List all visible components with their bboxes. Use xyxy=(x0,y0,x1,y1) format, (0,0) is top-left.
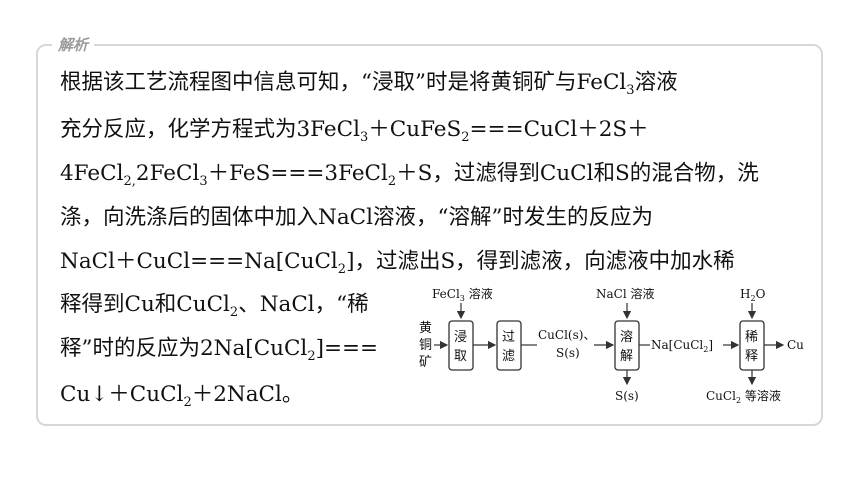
step-dissolve-char-2: 解 xyxy=(620,349,633,364)
text-line-2: 充分反应，化学方程式为3FeCl3＋CuFeS2===CuCl＋2S＋ xyxy=(60,117,649,145)
step-dissolve-char-1: 溶 xyxy=(620,330,633,345)
step-dilute-char-2: 释 xyxy=(745,349,758,364)
raw-material-char-3: 矿 xyxy=(419,355,432,370)
step-leach-char-2: 取 xyxy=(454,349,467,364)
intermediate-na-cucl2-label: Na[CuCl2] xyxy=(651,338,713,354)
byproduct-cucl2-label: CuCl2 等溶液 xyxy=(706,388,781,405)
section-label: 解析 xyxy=(52,36,95,54)
text-line-5: NaCl＋CuCl===Na[CuCl2]，过滤出S，得到滤液，向滤液中加水稀 xyxy=(60,249,735,277)
raw-material-char-2: 铜 xyxy=(419,338,432,353)
product-cu-label: Cu xyxy=(787,338,804,352)
step-filter-char-2: 滤 xyxy=(502,349,515,364)
step-leach-char-1: 浸 xyxy=(454,330,467,345)
byproduct-s-label: S(s) xyxy=(615,389,639,403)
reagent-nacl-label: NaCl 溶液 xyxy=(596,286,655,301)
text-line-4: 涤，向洗涤后的固体中加入NaCl溶液，“溶解”时发生的反应为 xyxy=(60,205,653,230)
intermediate-cucl-s-line2: S(s) xyxy=(556,346,580,360)
analysis-card xyxy=(36,44,823,426)
intermediate-cucl-s-line1: CuCl(s)、 xyxy=(538,328,595,342)
step-filter-char-1: 过 xyxy=(502,330,515,345)
process-flowchart: 黄 铜 矿 FeCl3 溶液 浸 取 过 滤 CuCl(s)、 S(s) NaC… xyxy=(419,286,804,405)
step-dilute-char-1: 稀 xyxy=(745,330,758,345)
text-line-7: 释”时的反应为2Na[CuCl2]=== xyxy=(60,336,379,364)
reagent-h2o-label: H2O xyxy=(740,287,766,303)
text-line-3: 4FeCl2,2FeCl3＋FeS===3FeCl2＋S，过滤得到CuCl和S的… xyxy=(60,161,759,189)
text-line-1: 根据该工艺流程图中信息可知，“浸取”时是将黄铜矿与FeCl3溶液 xyxy=(60,70,678,98)
text-line-6: 释得到Cu和CuCl2、NaCl，“稀 xyxy=(60,292,369,320)
reagent-fecl3-label: FeCl3 溶液 xyxy=(432,286,493,303)
text-line-8: Cu↓＋CuCl2＋2NaCl。 xyxy=(60,382,304,410)
raw-material-char-1: 黄 xyxy=(419,321,432,336)
